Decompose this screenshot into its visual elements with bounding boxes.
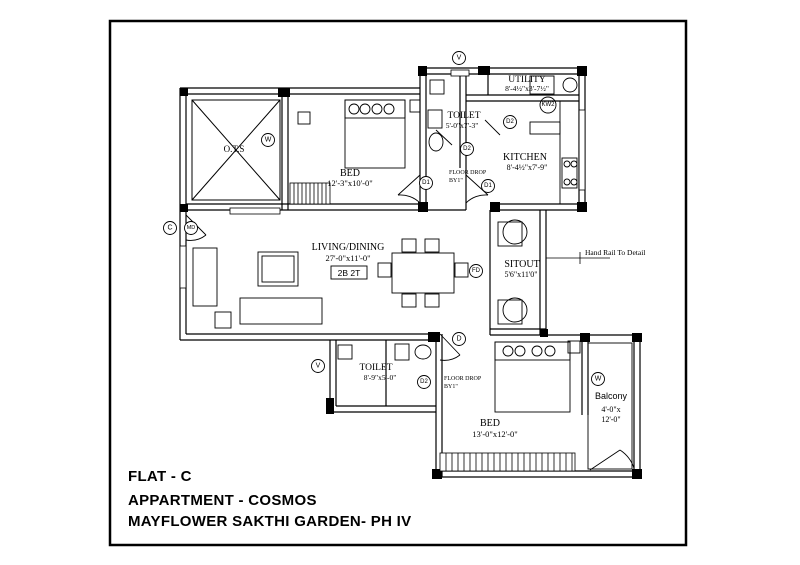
- room-balcony-dims-1: 4'-0"x: [601, 405, 620, 414]
- page-border: [108, 19, 688, 547]
- room-toilet1-dims: 5'-0"x7'-3": [446, 121, 479, 130]
- caption-flat: FLAT - C: [128, 468, 192, 485]
- walls: [179, 67, 641, 478]
- marker-md: MD: [187, 225, 196, 231]
- marker-d-bottom: D: [456, 336, 461, 343]
- unit-tag: 2B 2T: [338, 268, 361, 278]
- room-toilet2-label: TOILET: [359, 363, 392, 373]
- caption-apartment: APPARTMENT - COSMOS: [128, 492, 317, 509]
- room-toilet2-dims: 8'-9"x5'-0": [364, 373, 397, 382]
- room-bed2-label: BED: [480, 418, 500, 429]
- marker-fd: FD: [472, 268, 481, 274]
- room-kitchen-dims: 8'-4½"x7'-9": [507, 163, 548, 172]
- marker-d2-toilet: D2: [463, 146, 471, 152]
- room-bed1-dims: 12'-3"x10'-0": [327, 178, 372, 188]
- floor-drop-note-1-line2: BY1": [449, 178, 463, 184]
- room-toilet1-label: TOILET: [447, 111, 480, 121]
- room-utility-label: UTILITY: [508, 75, 546, 85]
- room-bed2-dims: 13'-0"x12'-0": [472, 429, 517, 439]
- ots-shaft: [191, 99, 281, 201]
- marker-v-bottom: V: [316, 363, 321, 370]
- room-sitout-label: SITOUT: [504, 259, 539, 270]
- hand-rail-note: Hand Rail To Detail: [585, 248, 645, 257]
- room-ots-label: O.T.S: [224, 144, 245, 154]
- furniture: [192, 75, 633, 470]
- marker-w-ots: W: [265, 137, 272, 144]
- marker-v-top: V: [457, 55, 462, 62]
- caption-project: MAYFLOWER SAKTHI GARDEN- PH IV: [128, 513, 412, 530]
- room-bed1-label: BED: [340, 168, 360, 179]
- unit-tag-box: [330, 265, 368, 280]
- room-balcony-label: Balcony: [595, 391, 628, 401]
- room-utility-dims: 8'-4½"x3'-7½": [505, 84, 549, 93]
- marker-w-balcony: W: [595, 376, 602, 383]
- doors: [185, 119, 635, 471]
- marker-d1-kitchen: D1: [484, 183, 492, 189]
- floor-drop-note-2-line2: BY1": [444, 384, 458, 390]
- room-living-label: LIVING/DINING: [312, 242, 385, 253]
- bed-top: [344, 99, 406, 169]
- marker-d1-bed: D1: [422, 180, 430, 186]
- room-balcony-dims-2: 12'-0": [601, 415, 620, 424]
- windows: [179, 69, 586, 472]
- floor-drop-note-1-line1: FLOOR DROP: [449, 170, 487, 176]
- marker-d2-bottom: D2: [420, 379, 428, 385]
- marker-d2-kitchen: D2: [506, 119, 514, 125]
- markers: [163, 51, 605, 389]
- room-sitout-dims: 5'6"x11'0": [504, 270, 537, 279]
- marker-kw2: KW2: [541, 102, 555, 108]
- floor-drop-note-2-line1: FLOOR DROP: [444, 376, 482, 382]
- room-living-dims: 27'-0"x11'-0": [325, 253, 370, 263]
- columns: [180, 66, 642, 479]
- marker-c: C: [167, 225, 172, 232]
- hand-rail-leader: [545, 252, 610, 264]
- room-kitchen-label: KITCHEN: [503, 152, 547, 163]
